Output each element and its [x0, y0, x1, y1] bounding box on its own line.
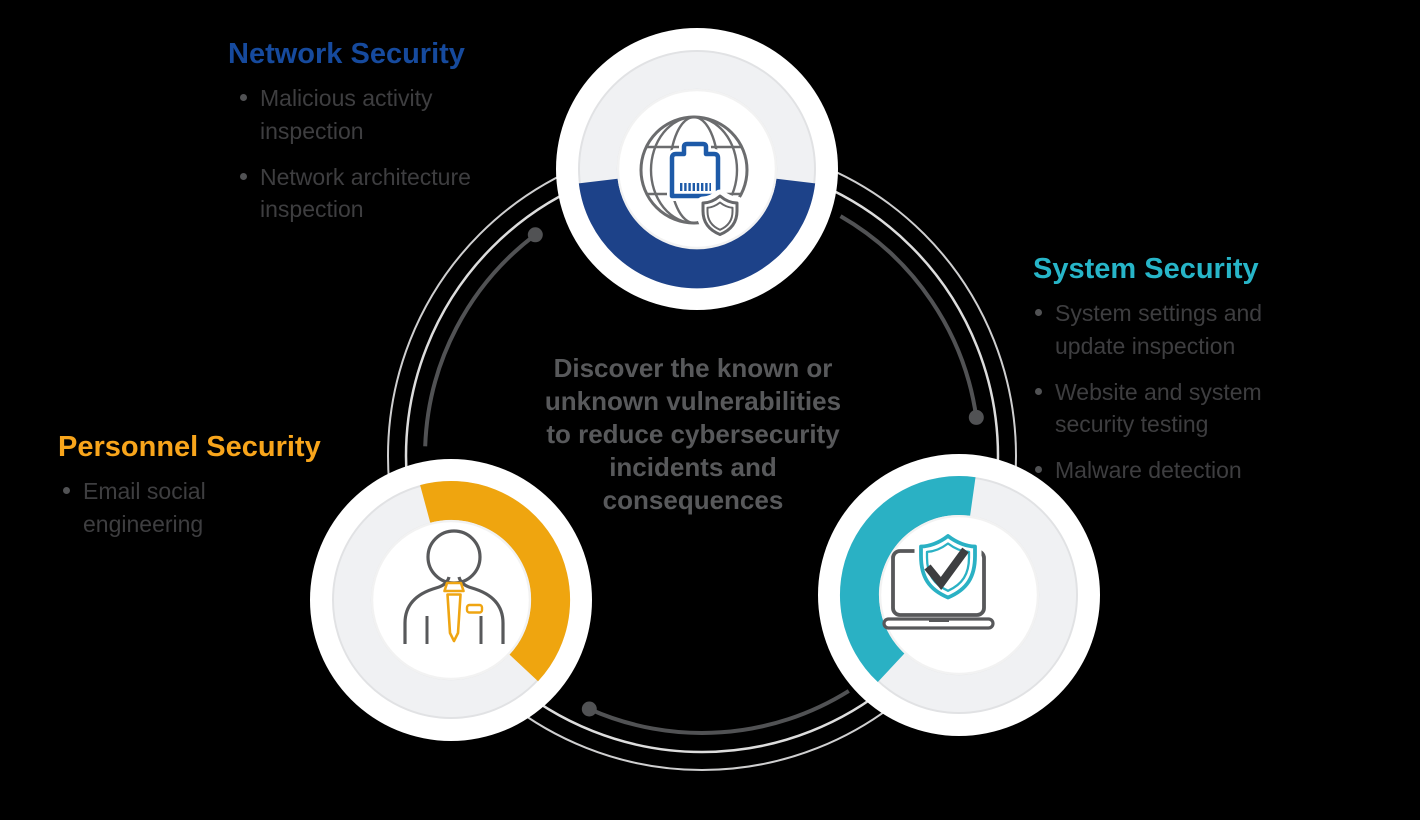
person-icon	[403, 529, 505, 644]
network-ring-arc	[578, 178, 816, 289]
list-item: Malicious activity inspection	[240, 82, 515, 148]
connector-arc-system-to-personnel	[588, 689, 850, 735]
center-message-line: to reduce cybersecurity	[546, 419, 840, 449]
connector-arc-network-to-system	[839, 214, 979, 418]
person-shoulder-right	[457, 576, 505, 644]
tie-icon	[446, 593, 462, 643]
bullet-dot	[240, 93, 247, 101]
bullet-dot	[240, 172, 247, 180]
connector-dot	[581, 701, 597, 717]
person-shoulder-left	[403, 576, 451, 644]
system-title: System Security	[1033, 253, 1259, 285]
bullet-text: Malware detection	[1055, 457, 1242, 484]
list-item: Email social engineering	[63, 475, 241, 541]
network-section: Network Security Malicious activity insp…	[228, 37, 528, 226]
node-inner-edge	[616, 88, 778, 250]
list-item: Website and system security testing	[1035, 376, 1307, 442]
bullet-dot	[1035, 466, 1042, 474]
network-title: Network Security	[228, 38, 465, 70]
node-inner-edge	[878, 514, 1040, 676]
globe-network-shield-icon	[639, 115, 749, 241]
bullet-dot	[63, 486, 70, 494]
bullet-dot	[1035, 387, 1042, 395]
personnel-node	[310, 459, 592, 741]
connector-arcs	[423, 214, 984, 735]
list-item: Malware detection	[1035, 454, 1307, 487]
connector-arc-personnel-to-network	[423, 233, 537, 447]
personnel-section: Personnel Security Email social engineer…	[58, 430, 358, 541]
center-message-line: incidents and	[609, 452, 777, 482]
tie-knot	[443, 581, 465, 593]
shield-inner-line	[706, 201, 734, 231]
bullet-text: Network architecture inspection	[260, 163, 471, 223]
personnel-ring-arc	[420, 480, 571, 682]
pocket-badge	[465, 603, 484, 614]
list-item: Network architecture inspection	[240, 161, 515, 227]
bullet-dot	[1035, 308, 1042, 316]
center-message: Discover the known or unknown vulnerabil…	[513, 352, 873, 517]
laptop-shield-check-icon	[882, 529, 995, 630]
bullet-text: System settings and update inspection	[1055, 299, 1263, 359]
center-message-line: Discover the known or	[553, 353, 833, 383]
system-ring-arc	[839, 476, 976, 683]
connector-dot	[968, 409, 984, 425]
system-section: System Security System settings and upda…	[1033, 252, 1323, 487]
bullet-text: Website and system security testing	[1055, 378, 1262, 438]
network-bullet-list: Malicious activity inspection Network ar…	[240, 82, 515, 227]
bullet-text: Malicious activity inspection	[260, 84, 433, 144]
personnel-bullet-list: Email social engineering	[63, 475, 241, 541]
check-icon	[924, 547, 969, 591]
bullet-text: Email social engineering	[83, 477, 206, 537]
person-head	[426, 529, 482, 585]
connector-dot	[527, 227, 543, 243]
system-node	[818, 454, 1100, 736]
system-bullet-list: System settings and update inspection We…	[1035, 297, 1307, 487]
center-message-line: unknown vulnerabilities	[544, 386, 842, 416]
list-item: System settings and update inspection	[1035, 297, 1307, 363]
node-inner-edge	[370, 519, 532, 681]
personnel-title: Personnel Security	[58, 431, 321, 463]
network-node	[556, 28, 838, 310]
center-message-line: consequences	[602, 485, 784, 515]
globe-meridian	[649, 115, 739, 225]
